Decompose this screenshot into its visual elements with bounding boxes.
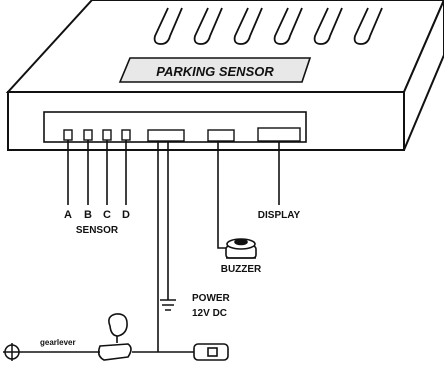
connector-panel <box>43 111 307 143</box>
sensor-b-label: B <box>84 209 92 221</box>
control-unit-side-face <box>403 0 444 151</box>
power-label: POWER <box>192 293 231 304</box>
power-port <box>147 129 185 142</box>
buzzer-label: BUZZER <box>221 264 262 275</box>
sensor-a-label: A <box>64 209 72 221</box>
plug-icon <box>193 343 229 361</box>
banner-text: PARKING SENSOR <box>156 64 274 79</box>
control-unit <box>5 0 444 151</box>
buzzer-port <box>207 129 235 142</box>
wire-buzzer <box>217 141 230 249</box>
buzzer-icon <box>225 238 257 259</box>
vent-slots <box>153 7 383 45</box>
banner-plate <box>118 57 312 83</box>
gearlever-label: gearlever <box>40 338 76 347</box>
power-voltage-label: 12V DC <box>192 308 227 319</box>
sensor-group-label: SENSOR <box>76 225 119 236</box>
crosshair-icon <box>3 343 21 361</box>
ground-icon <box>160 299 176 311</box>
gearlever-icon <box>97 313 132 361</box>
sensor-c-label: C <box>103 209 111 221</box>
sensor-d-label: D <box>122 209 130 221</box>
display-label: DISPLAY <box>258 210 301 221</box>
